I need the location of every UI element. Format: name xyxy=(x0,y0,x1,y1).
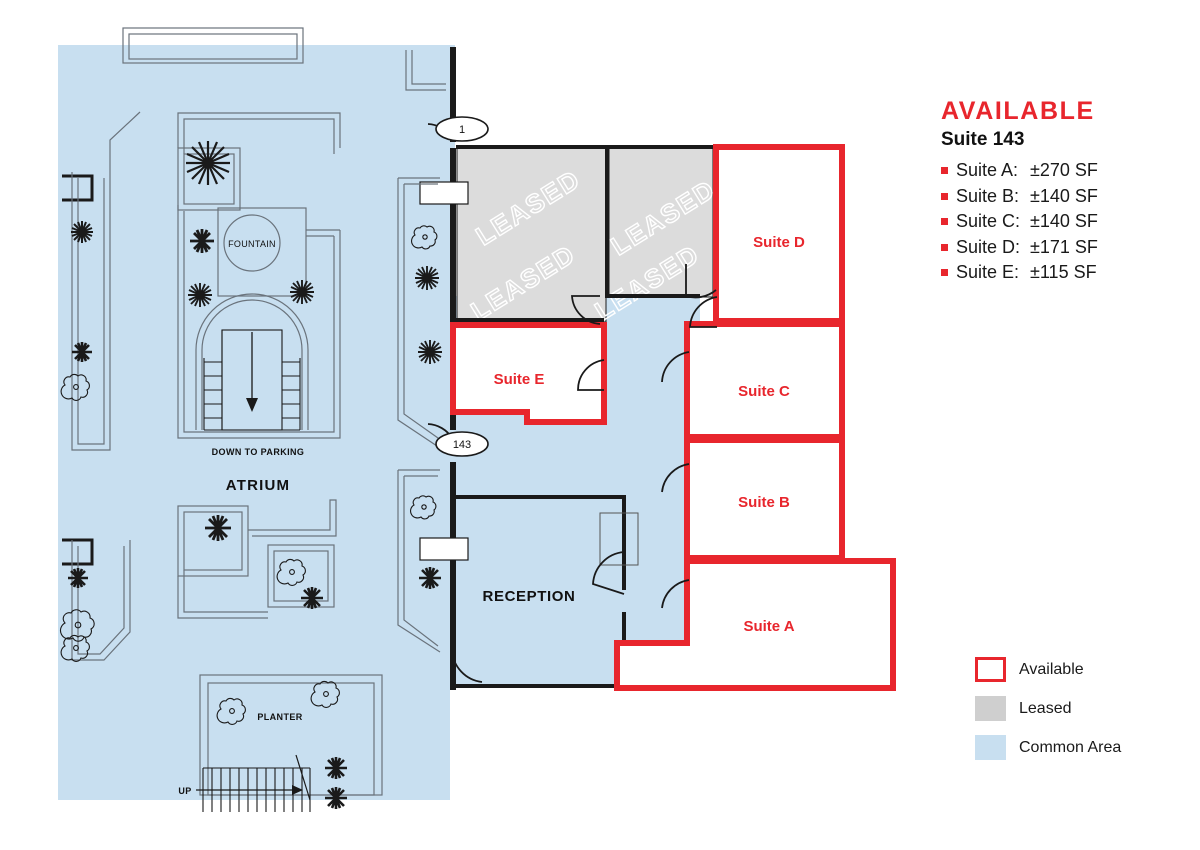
suite-e-label: Suite E xyxy=(494,371,545,388)
door-marker-143-label: 143 xyxy=(453,439,471,451)
list-item: Suite C: ±140 SF xyxy=(941,209,1181,235)
panel-subtitle: Suite 143 xyxy=(941,129,1025,151)
bullet-icon xyxy=(941,269,948,277)
suite-area: ±140 SF xyxy=(1030,211,1098,232)
legend-label: Leased xyxy=(1019,699,1072,717)
leased-region xyxy=(456,147,714,323)
suite-a-shape[interactable] xyxy=(614,558,896,691)
suite-name: Suite B: xyxy=(956,185,1020,206)
suite-area: ±270 SF xyxy=(1030,160,1098,181)
panel-title: AVAILABLE xyxy=(941,97,1095,125)
stairs-down-to-parking xyxy=(203,329,301,431)
legend-label: Common Area xyxy=(1019,738,1122,756)
available-swatch-icon xyxy=(975,657,1006,682)
down-to-parking-label: DOWN TO PARKING xyxy=(212,447,305,457)
suite-a-label: Suite A xyxy=(743,618,794,635)
suite-name: Suite D: xyxy=(956,236,1021,257)
suite-area: ±115 SF xyxy=(1030,262,1097,283)
planter-label: PLANTER xyxy=(257,712,302,722)
plant-symbols xyxy=(59,141,442,809)
legend-item-common-area: Common Area xyxy=(975,735,1195,760)
atrium-linework xyxy=(71,27,446,796)
available-suites xyxy=(450,144,896,691)
atrium-label: ATRIUM xyxy=(226,477,290,494)
door-swings xyxy=(427,123,718,683)
suite-d-label: Suite D xyxy=(753,234,805,251)
suite-name: Suite C: xyxy=(956,211,1021,232)
door-number-markers: 1 143 xyxy=(435,116,489,457)
list-item: Suite B: ±140 SF xyxy=(941,184,1181,210)
suite-area: ±140 SF xyxy=(1030,185,1098,206)
legend-label: Available xyxy=(1019,660,1084,678)
suite-area: ±171 SF xyxy=(1030,236,1098,257)
up-label: UP xyxy=(178,786,191,796)
door-marker-top-label: 1 xyxy=(459,124,465,136)
suite-c-shape[interactable] xyxy=(684,321,845,440)
suite-name: Suite A: xyxy=(956,160,1019,181)
legend-item-leased: Leased xyxy=(975,696,1195,721)
suite-e-shape[interactable] xyxy=(450,322,607,425)
bullet-icon xyxy=(941,167,948,175)
bullet-icon xyxy=(941,243,948,251)
list-item: Suite A: ±270 SF xyxy=(941,158,1181,184)
suite-area-list: Suite A: ±270 SF Suite B: ±140 SF Suite … xyxy=(941,158,1181,286)
suite-labels: Suite D Suite C Suite B Suite A Suite E xyxy=(494,234,805,635)
legend-item-available: Available xyxy=(975,657,1195,682)
available-info-panel: AVAILABLE Suite 143 Suite A: ±270 SF Sui… xyxy=(941,98,1181,286)
area-labels: ATRIUM RECEPTION FOUNTAIN PLANTER DOWN T… xyxy=(178,239,575,796)
list-item: Suite E: ±115 SF xyxy=(941,260,1181,286)
bullet-icon xyxy=(941,192,948,200)
suite-c-label: Suite C xyxy=(738,383,790,400)
suite-b-label: Suite B xyxy=(738,494,790,511)
leased-swatch-icon xyxy=(975,696,1006,721)
suite-name: Suite E: xyxy=(956,262,1020,283)
stairs-up xyxy=(196,754,311,812)
common-area-swatch-icon xyxy=(975,735,1006,760)
suite-d-shape[interactable] xyxy=(713,144,845,324)
list-item: Suite D: ±171 SF xyxy=(941,235,1181,261)
map-legend: Available Leased Common Area xyxy=(975,657,1195,774)
reception-label: RECEPTION xyxy=(483,588,576,605)
bullet-icon xyxy=(941,218,948,226)
fountain-label: FOUNTAIN xyxy=(228,239,276,249)
